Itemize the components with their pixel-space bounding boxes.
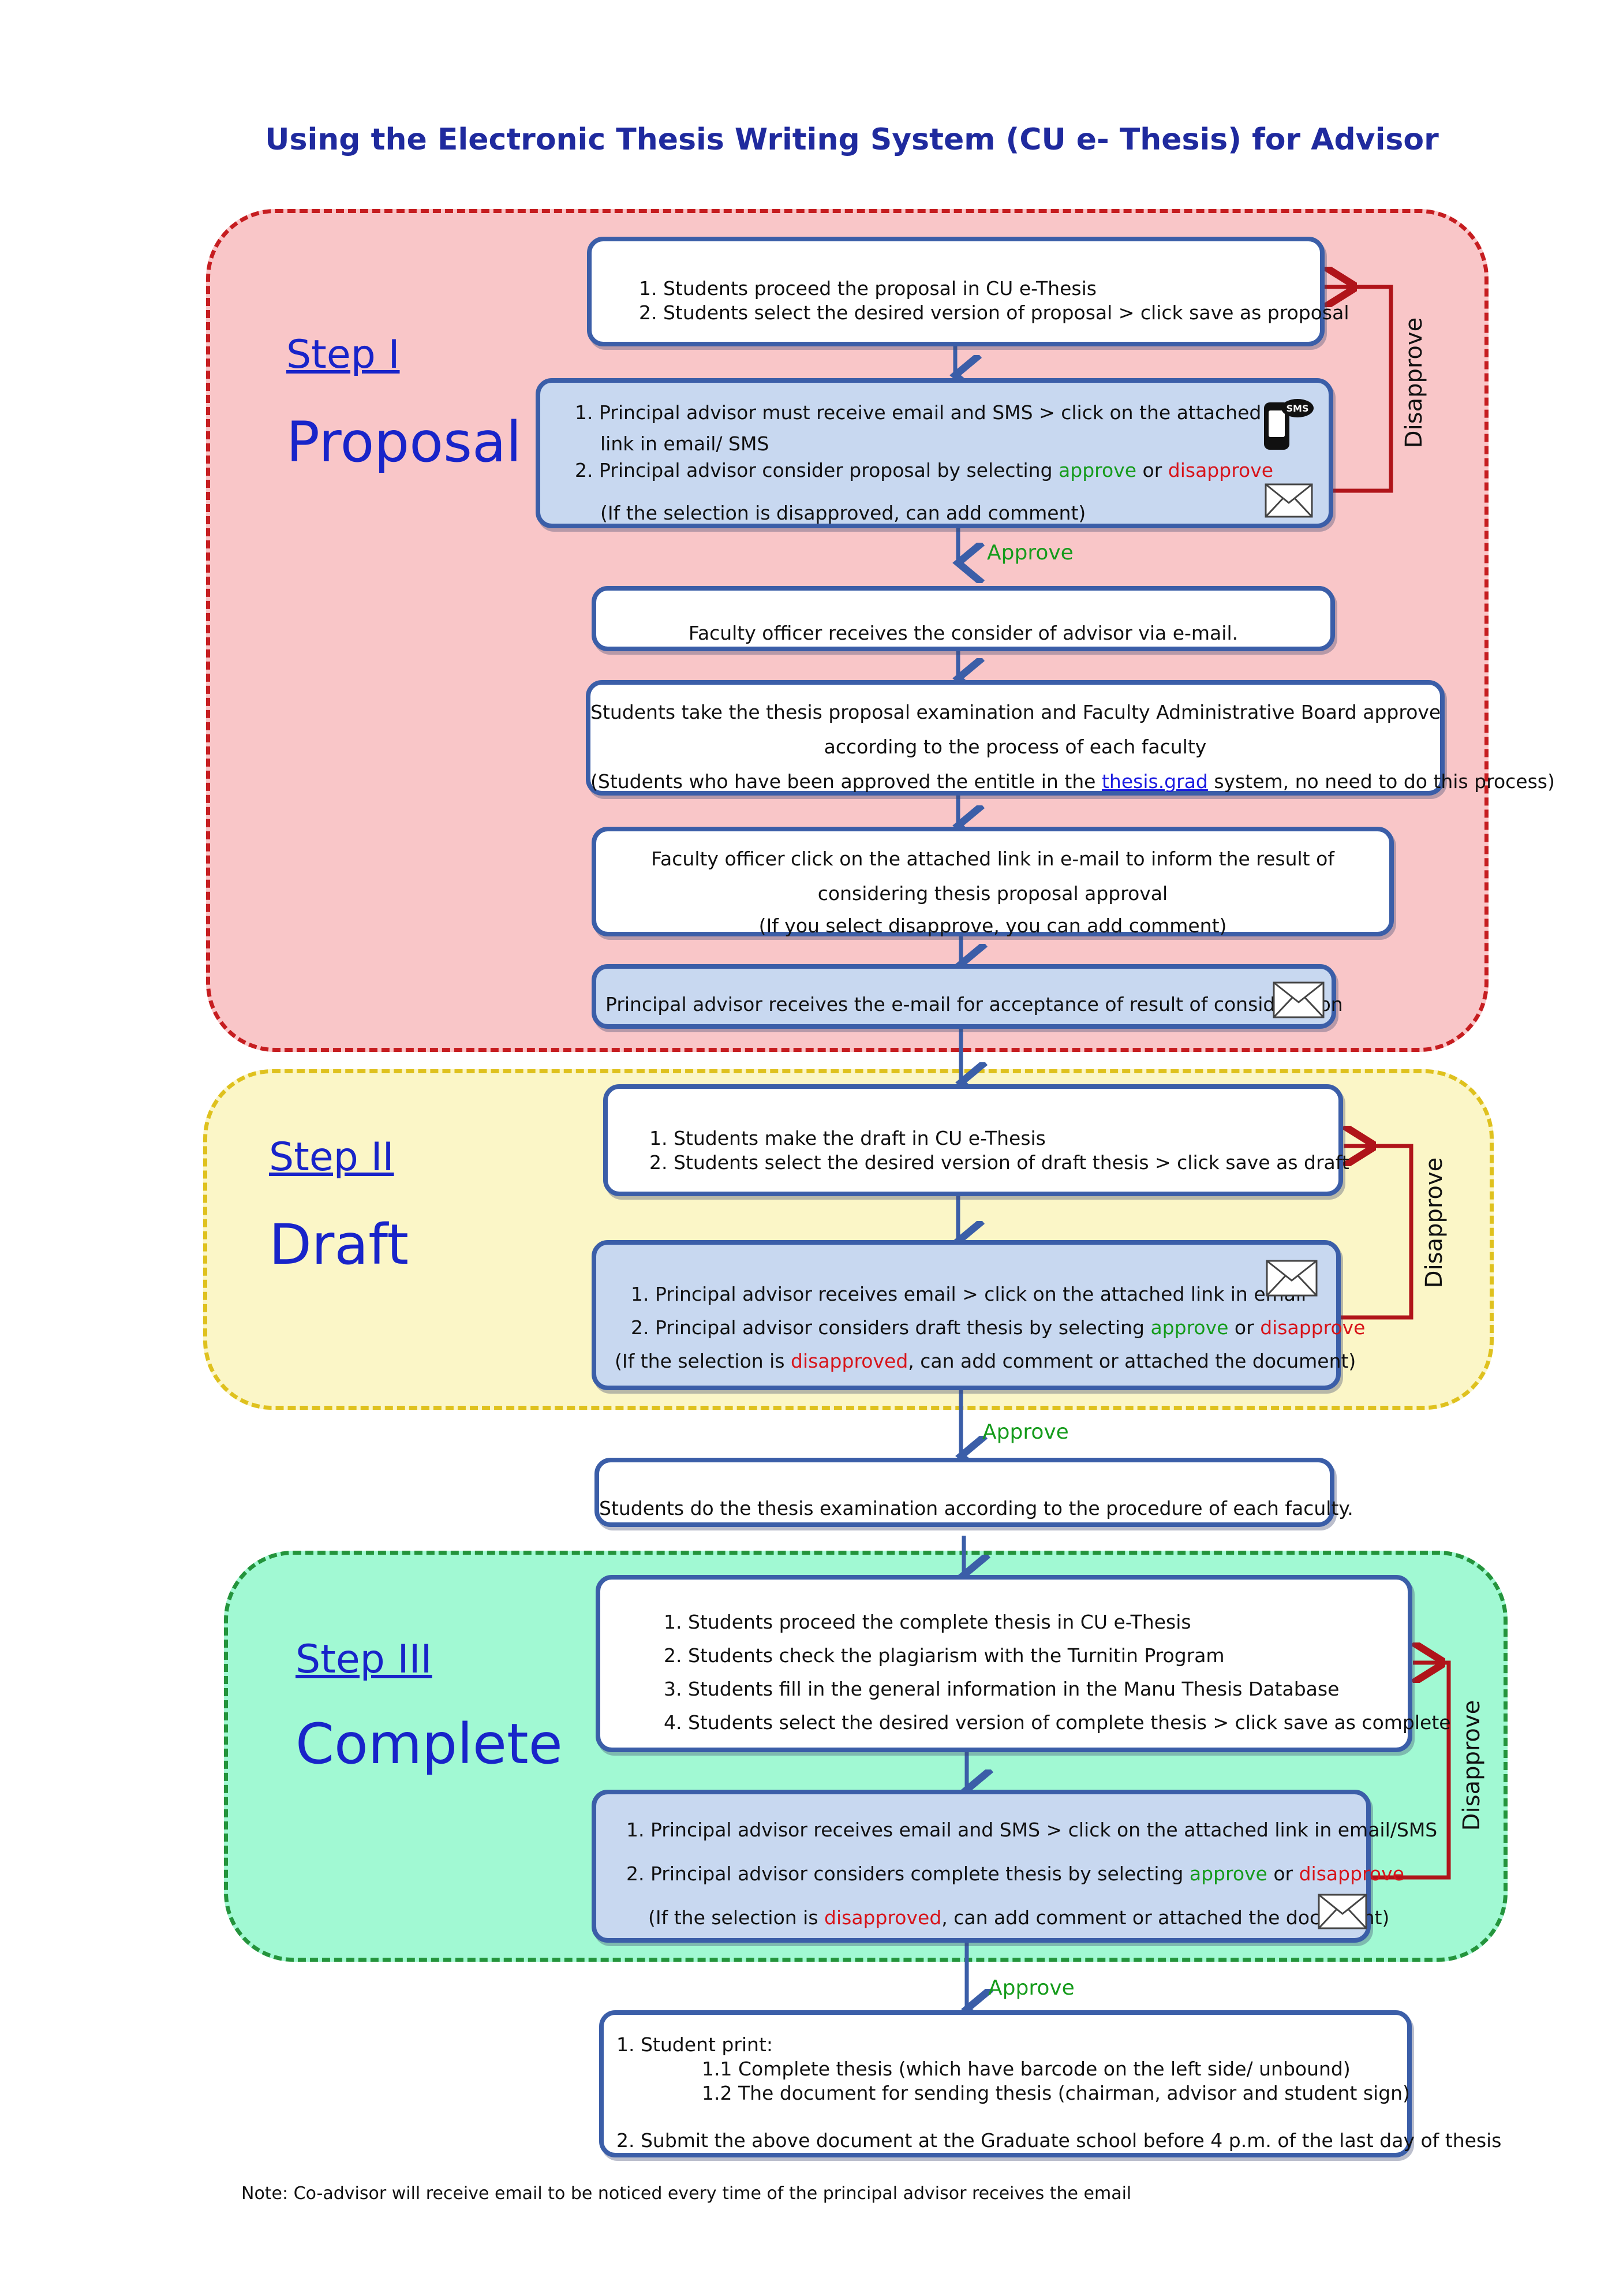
draft-advisor-line-1: 1. Principal advisor receives email > cl… bbox=[631, 1283, 1307, 1305]
proposal-step-2: 2. Students select the desired version o… bbox=[639, 301, 1349, 324]
proposal-advisor-line-4: (If the selection is disapproved, can ad… bbox=[600, 502, 1086, 524]
proposal-exam-line-3: (Students who have been approved the ent… bbox=[590, 770, 1555, 793]
final-line-2: 1.1 Complete thesis (which have barcode … bbox=[702, 2058, 1351, 2080]
complete-student-box: 1. Students proceed the complete thesis … bbox=[596, 1575, 1451, 1752]
faculty-inform-line-1: Faculty officer click on the attached li… bbox=[651, 848, 1334, 870]
draft-advisor-box: 1. Principal advisor receives email > cl… bbox=[592, 1240, 1365, 1390]
envelope-icon bbox=[1273, 981, 1325, 1018]
approve-label-3: Approve bbox=[988, 1976, 1075, 2000]
final-line-3: 1.2 The document for sending thesis (cha… bbox=[702, 2082, 1410, 2104]
disapprove-label-3: Disapprove bbox=[1459, 1700, 1485, 1831]
final-print-box: 1. Student print: 1.1 Complete thesis (w… bbox=[599, 2010, 1502, 2157]
final-line-1: 1. Student print: bbox=[616, 2033, 773, 2056]
loop-proposal bbox=[1325, 287, 1393, 493]
step-1-name: Proposal bbox=[286, 410, 522, 475]
sms-phone-icon: SMS bbox=[1264, 399, 1314, 450]
approve-label-1: Approve bbox=[987, 541, 1074, 565]
complete-advisor-line-2: 2. Principal advisor considers complete … bbox=[626, 1862, 1404, 1885]
step-3-name: Complete bbox=[296, 1712, 563, 1776]
complete-advisor-line-1: 1. Principal advisor receives email and … bbox=[626, 1819, 1438, 1841]
complete-advisor-line-3: (If the selection is disapproved, can ad… bbox=[648, 1906, 1390, 1929]
thesis-exam-box: Students do the thesis examination accor… bbox=[594, 1458, 1353, 1527]
svg-text:SMS: SMS bbox=[1287, 403, 1309, 414]
disapprove-label-2: Disapprove bbox=[1421, 1157, 1448, 1289]
final-line-4: 2. Submit the above document at the Grad… bbox=[616, 2129, 1502, 2152]
envelope-icon bbox=[1266, 1260, 1318, 1297]
proposal-advisor-line-2: link in email/ SMS bbox=[600, 432, 769, 455]
step-2-label: Step II bbox=[269, 1134, 394, 1180]
complete-step-2: 2. Students check the plagiarism with th… bbox=[664, 1644, 1225, 1667]
proposal-exam-box: Students take the thesis proposal examin… bbox=[586, 680, 1555, 796]
faculty-inform-line-3: (If you select disapprove, you can add c… bbox=[758, 914, 1227, 937]
proposal-exam-line-1: Students take the thesis proposal examin… bbox=[590, 701, 1441, 723]
advisor-acceptance-text: Principal advisor receives the e-mail fo… bbox=[605, 993, 1343, 1016]
complete-step-1: 1. Students proceed the complete thesis … bbox=[664, 1611, 1191, 1633]
faculty-receives-text: Faculty officer receives the consider of… bbox=[688, 622, 1239, 644]
draft-step-2: 2. Students select the desired version o… bbox=[649, 1151, 1349, 1174]
footnote: Note: Co-advisor will receive email to b… bbox=[241, 2183, 1132, 2204]
envelope-icon bbox=[1318, 1894, 1367, 1929]
proposal-step-1: 1. Students proceed the proposal in CU e… bbox=[639, 277, 1097, 300]
step-2-name: Draft bbox=[269, 1212, 409, 1277]
thesis-exam-text: Students do the thesis examination accor… bbox=[599, 1497, 1353, 1520]
draft-advisor-line-2: 2. Principal advisor considers draft the… bbox=[631, 1316, 1366, 1339]
draft-student-box: 1. Students make the draft in CU e-Thesi… bbox=[603, 1084, 1349, 1196]
complete-advisor-box: 1. Principal advisor receives email and … bbox=[592, 1790, 1437, 1943]
loop-complete bbox=[1371, 1663, 1451, 1880]
complete-step-3: 3. Students fill in the general informat… bbox=[664, 1678, 1340, 1700]
step-3-label: Step III bbox=[296, 1637, 432, 1682]
envelope-icon bbox=[1265, 483, 1313, 518]
approve-label-2: Approve bbox=[982, 1420, 1069, 1444]
disapprove-label-1: Disapprove bbox=[1401, 317, 1427, 449]
faculty-receives-box: Faculty officer receives the consider of… bbox=[592, 586, 1335, 651]
page-title: Using the Electronic Thesis Writing Syst… bbox=[265, 122, 1439, 157]
step-1-label: Step I bbox=[286, 332, 400, 378]
thesis-grad-link[interactable]: thesis.grad bbox=[1101, 770, 1208, 793]
complete-step-4: 4. Students select the desired version o… bbox=[664, 1711, 1451, 1734]
draft-advisor-line-3: (If the selection is disapproved, can ad… bbox=[615, 1350, 1356, 1372]
proposal-advisor-line-3: 2. Principal advisor consider proposal b… bbox=[575, 459, 1274, 481]
proposal-advisor-line-1: 1. Principal advisor must receive email … bbox=[575, 401, 1262, 424]
draft-step-1: 1. Students make the draft in CU e-Thesi… bbox=[649, 1127, 1046, 1149]
loop-draft bbox=[1339, 1146, 1413, 1320]
advisor-acceptance-box: Principal advisor receives the e-mail fo… bbox=[592, 964, 1343, 1029]
faculty-inform-box: Faculty officer click on the attached li… bbox=[592, 827, 1394, 937]
proposal-advisor-box: 1. Principal advisor must receive email … bbox=[536, 378, 1333, 528]
faculty-inform-line-2: considering thesis proposal approval bbox=[817, 882, 1168, 905]
proposal-exam-line-2: according to the process of each faculty bbox=[824, 736, 1207, 758]
proposal-student-box: 1. Students proceed the proposal in CU e… bbox=[587, 237, 1349, 346]
